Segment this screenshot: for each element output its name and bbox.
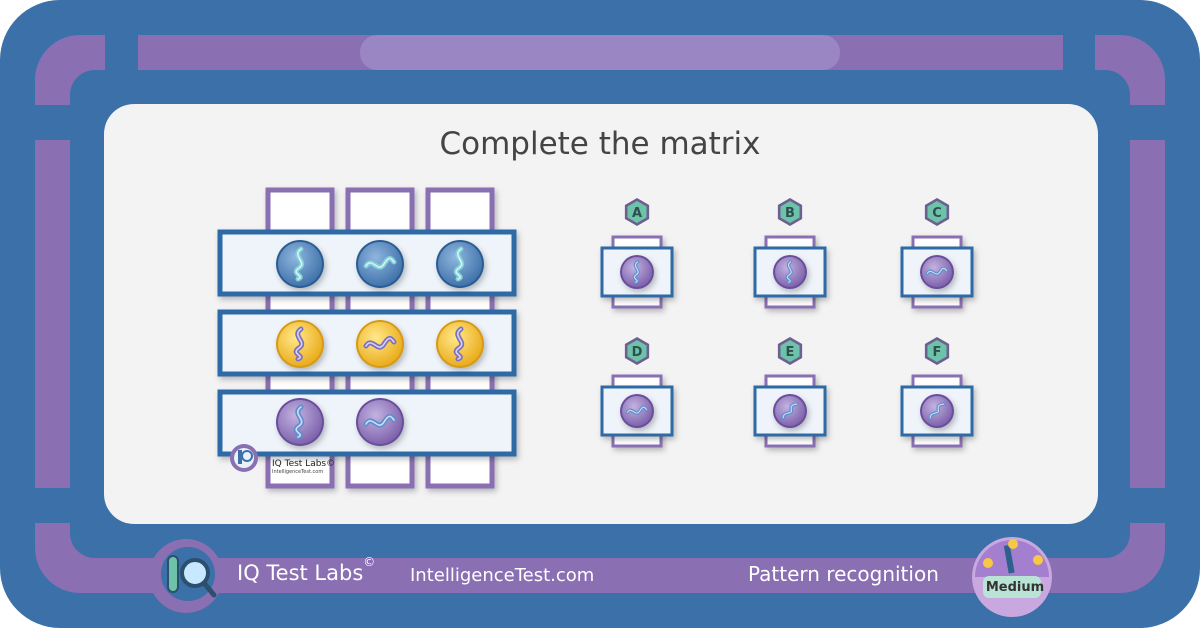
difficulty-gauge-icon bbox=[972, 537, 1052, 617]
footer-site: IntelligenceTest.com bbox=[410, 565, 595, 586]
option-a-badge: A bbox=[624, 198, 650, 226]
option-b-letter: B bbox=[785, 206, 795, 221]
option-c-disc bbox=[920, 255, 954, 289]
copyright-mark: © bbox=[363, 555, 376, 569]
option-d-disc bbox=[620, 394, 654, 428]
option-e-disc bbox=[773, 394, 807, 428]
matrix-cell-2-3 bbox=[436, 320, 484, 368]
option-e-letter: E bbox=[786, 345, 795, 360]
option-b-disc bbox=[773, 255, 807, 289]
matrix-cell-3-2 bbox=[356, 398, 404, 446]
option-d[interactable]: D bbox=[600, 337, 674, 448]
option-f-badge: F bbox=[924, 337, 950, 365]
matrix-cell-1-1 bbox=[276, 240, 324, 288]
iq-logo-icon bbox=[149, 539, 223, 613]
watermark-logo-icon bbox=[230, 444, 258, 472]
footer-category: Pattern recognition bbox=[748, 562, 939, 586]
option-d-letter: D bbox=[632, 345, 643, 360]
option-a-letter: A bbox=[632, 206, 642, 221]
option-b-badge: B bbox=[777, 198, 803, 226]
option-f[interactable]: F bbox=[900, 337, 974, 448]
watermark-brand: IQ Test Labs© bbox=[272, 459, 336, 469]
matrix-cell-1-2 bbox=[356, 240, 404, 288]
option-a[interactable]: A bbox=[600, 198, 674, 309]
footer-brand-name: IQ Test Labs bbox=[237, 561, 364, 585]
footer-brand: IQ Test Labs© bbox=[237, 555, 375, 585]
option-e[interactable]: E bbox=[753, 337, 827, 448]
matrix-cell-1-3 bbox=[436, 240, 484, 288]
option-c-letter: C bbox=[932, 206, 942, 221]
option-b[interactable]: B bbox=[753, 198, 827, 309]
matrix-cell-2-1 bbox=[276, 320, 324, 368]
option-a-disc bbox=[620, 255, 654, 289]
matrix-cell-2-2 bbox=[356, 320, 404, 368]
matrix-cell-3-1 bbox=[276, 398, 324, 446]
option-e-badge: E bbox=[777, 337, 803, 365]
page-title: Complete the matrix bbox=[439, 126, 761, 162]
option-f-disc bbox=[920, 394, 954, 428]
watermark-site: IntelligenceTest.com bbox=[272, 469, 324, 475]
option-c[interactable]: C bbox=[900, 198, 974, 309]
option-c-badge: C bbox=[924, 198, 950, 226]
option-d-badge: D bbox=[624, 337, 650, 365]
option-f-letter: F bbox=[933, 345, 942, 360]
difficulty-label: Medium bbox=[985, 580, 1045, 595]
